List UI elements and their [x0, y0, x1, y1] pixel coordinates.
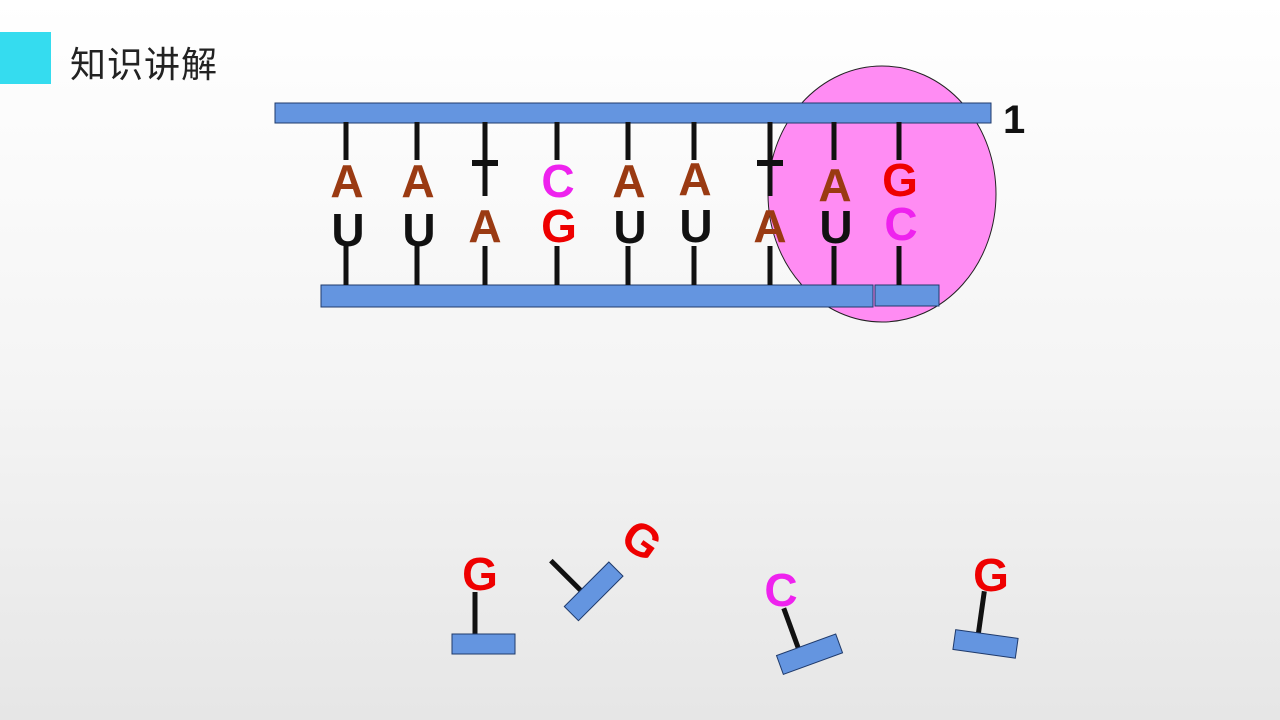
- free-nucleotide: [952, 590, 1019, 659]
- bottom-base: U: [679, 200, 712, 252]
- free-base: G: [612, 508, 671, 571]
- bottom-base: A: [753, 200, 786, 252]
- bottom-base: A: [468, 200, 501, 252]
- top-base: A: [818, 159, 851, 211]
- free-nucleotide: [451, 592, 516, 655]
- nucleotide-sugar: [775, 633, 844, 675]
- free-nucleotide: [775, 607, 844, 675]
- rna-strand: [320, 284, 874, 308]
- top-base: A: [330, 155, 363, 207]
- rna-new-segment: [874, 284, 940, 307]
- nucleotide-bond: [781, 607, 801, 649]
- nucleotide-sugar: [451, 633, 516, 655]
- bottom-base: C: [884, 198, 917, 250]
- top-base: A: [678, 153, 711, 205]
- top-base: G: [882, 154, 918, 206]
- title-accent-bar: [0, 32, 51, 84]
- top-base: A: [401, 155, 434, 207]
- nucleotide-sugar: [952, 629, 1019, 659]
- bottom-base: U: [819, 201, 852, 253]
- bottom-base: U: [402, 204, 435, 256]
- slide-title: 知识讲解: [70, 45, 219, 86]
- dna-strand: [274, 102, 992, 124]
- free-base: G: [973, 549, 1009, 601]
- bottom-base: U: [613, 201, 646, 253]
- nucleotide-sugar: [563, 561, 624, 622]
- top-base: A: [612, 155, 645, 207]
- free-base: C: [764, 564, 797, 616]
- free-base: G: [462, 548, 498, 600]
- free-nucleotide: [549, 558, 624, 622]
- nucleotide-bond: [549, 558, 583, 593]
- bottom-base: U: [331, 204, 364, 256]
- top-base: C: [541, 155, 574, 207]
- strand-label: 1: [1003, 98, 1025, 142]
- bottom-base: G: [541, 200, 577, 252]
- nucleotide-bond: [976, 590, 987, 634]
